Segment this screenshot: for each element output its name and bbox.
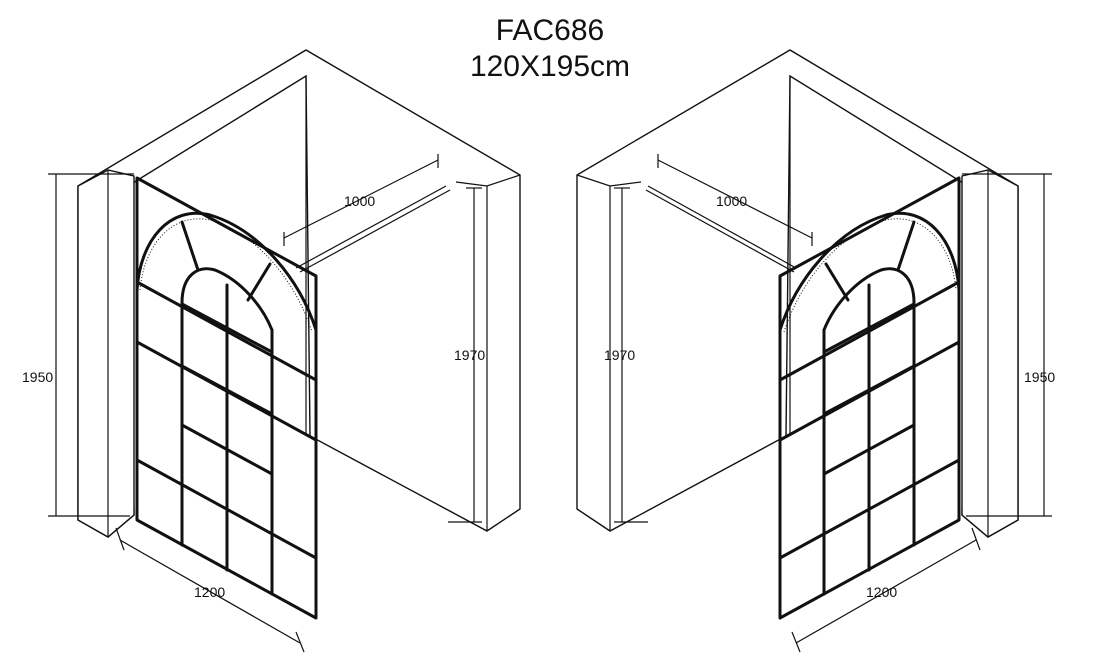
left-support-bar-2 xyxy=(299,189,451,273)
right-transom-6 xyxy=(822,364,916,416)
left-dim-1000-line xyxy=(283,159,439,239)
left-side-wall-block xyxy=(77,169,135,538)
left-dim-1200-tick-b xyxy=(295,631,305,653)
right-dim-1200-tick-a xyxy=(791,631,801,653)
left-dim-wall-label: 1950 xyxy=(22,369,53,385)
right-side-wall-block xyxy=(961,169,1019,538)
right-dim-1000-line xyxy=(657,159,813,239)
right-dim-1200-line xyxy=(795,539,977,644)
right-return-top xyxy=(576,174,642,187)
right-arch-outer xyxy=(778,211,961,332)
right-dim-wall-label: 1950 xyxy=(1024,369,1055,385)
right-dim-inner-label: 1970 xyxy=(604,347,635,363)
right-dim-1200-tick-b xyxy=(971,527,981,551)
left-transom-6 xyxy=(180,364,274,416)
left-transom-4 xyxy=(135,458,318,560)
left-arch-hatch xyxy=(139,218,313,333)
right-dim-width-label: 1200 xyxy=(866,584,897,600)
right-support-bar xyxy=(647,185,797,269)
left-transom-3 xyxy=(180,423,274,476)
left-dim-1200-line xyxy=(119,539,301,644)
left-glass-panel xyxy=(135,176,318,620)
left-arch-spoke-1 xyxy=(180,220,200,272)
left-arch-inner xyxy=(180,267,274,332)
right-transom-5 xyxy=(822,302,916,354)
right-transom-4 xyxy=(778,458,961,560)
left-dim-top-label: 1000 xyxy=(344,193,375,209)
left-transom-1 xyxy=(135,280,318,382)
right-support-bar-2 xyxy=(645,189,795,273)
left-transom-5 xyxy=(180,302,274,354)
left-dim-width-label: 1200 xyxy=(194,584,225,600)
size-subtitle: 120X195cm xyxy=(469,50,631,83)
left-dim-1200-tick-a xyxy=(115,527,125,551)
left-dim-inner-label: 1970 xyxy=(454,347,485,363)
left-arch-spoke-2 xyxy=(246,262,272,302)
right-view: 1000 1970 1950 1200 xyxy=(576,49,1055,653)
right-glass-panel xyxy=(778,176,961,620)
left-arch-outer xyxy=(135,211,318,332)
left-view: 1000 1970 1950 1200 xyxy=(22,49,521,653)
right-arch-spoke-2 xyxy=(824,262,850,302)
left-support-bar xyxy=(295,185,447,269)
left-return-top xyxy=(455,174,521,187)
right-arch-inner xyxy=(822,267,916,332)
right-transom-3 xyxy=(822,423,916,476)
right-dim-top-label: 1000 xyxy=(716,193,747,209)
model-title: FAC686 xyxy=(495,14,605,47)
right-arch-spoke-1 xyxy=(896,220,916,272)
right-transom-1 xyxy=(778,280,961,382)
